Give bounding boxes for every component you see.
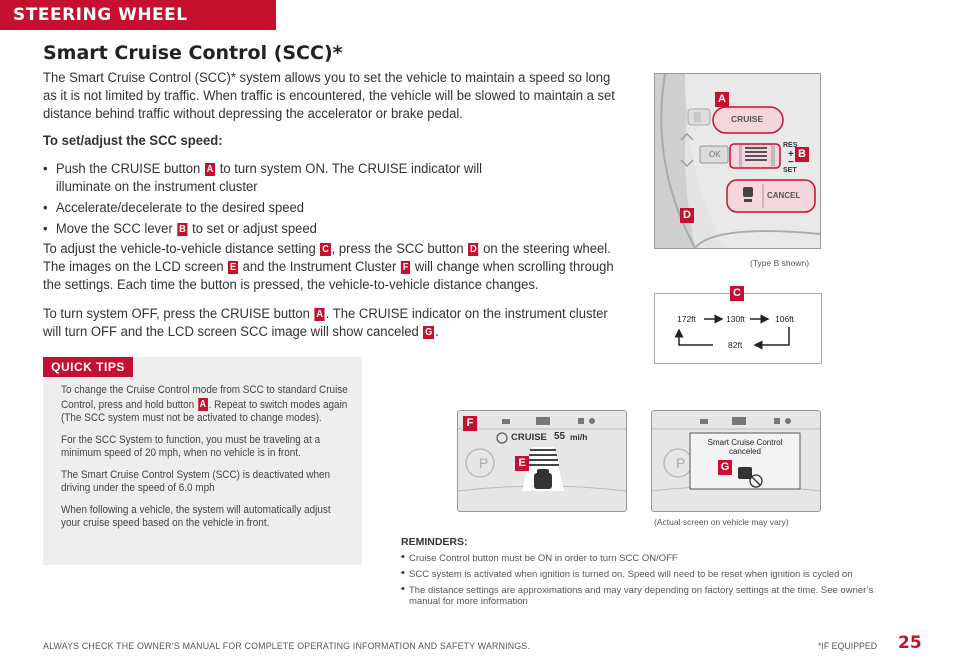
section-header: STEERING WHEEL CONTROLS bbox=[0, 0, 276, 56]
reminder-3: The distance settings are approximations… bbox=[401, 584, 879, 607]
label-e-badge: E bbox=[228, 261, 239, 274]
label-g-badge: G bbox=[423, 326, 435, 339]
reminders-title: REMINDERS: bbox=[401, 536, 468, 548]
bullet-3-text: Move the SCC lever bbox=[55, 221, 173, 237]
footer-if-equipped: *IF EQUIPPED bbox=[818, 641, 878, 651]
cancel-line-1: Smart Cruise Control bbox=[707, 438, 783, 447]
distance-paragraph: To adjust the vehicle-to-vehicle distanc… bbox=[43, 241, 614, 293]
steering-wheel-controls-illustration bbox=[655, 74, 820, 248]
wheel-plus-text: + bbox=[788, 149, 794, 160]
quick-tips-panel bbox=[43, 357, 362, 565]
distance-130: 130ft bbox=[726, 314, 745, 324]
wheel-ok-text: OK bbox=[709, 150, 721, 159]
cluster-canceled-illustration bbox=[652, 417, 820, 492]
cluster-scc-illustration bbox=[458, 417, 626, 492]
wheel-set-text: SET bbox=[783, 167, 797, 174]
wheel-minus-text: − bbox=[788, 157, 794, 168]
label-a-badge-2: A bbox=[314, 308, 325, 321]
page-number: 25 bbox=[898, 633, 922, 653]
steering-wheel-image: CRUISE OK RES + − SET CANCEL bbox=[654, 73, 821, 249]
callout-e: E bbox=[515, 456, 529, 471]
footer-warning: ALWAYS CHECK THE OWNER’S MANUAL FOR COMP… bbox=[43, 641, 531, 651]
cluster-speed: 55 bbox=[554, 431, 566, 442]
callout-b: B bbox=[795, 147, 809, 162]
reminders: REMINDERS: Cruise Control button must be… bbox=[401, 537, 901, 612]
distance-106: 106ft bbox=[775, 314, 794, 324]
cluster-gear-p: P bbox=[479, 455, 489, 471]
label-f-badge: F bbox=[400, 261, 411, 274]
subheading: To set/adjust the SCC speed: bbox=[43, 133, 223, 149]
wheel-caption: (Type B shown) bbox=[750, 258, 810, 268]
wheel-res-text: RES bbox=[783, 142, 798, 149]
bullet-3-text-end: to set or adjust speed bbox=[192, 221, 317, 237]
intro-paragraph: The Smart Cruise Control (SCC)* system a… bbox=[43, 70, 615, 122]
quick-tips-tab: QUICK TIPS bbox=[43, 357, 133, 377]
quick-tips-text: To change the Cruise Control mode from S… bbox=[61, 384, 351, 539]
tip-4: When following a vehicle, the system wil… bbox=[61, 503, 331, 530]
bullet-2-text: Accelerate/decelerate to the desired spe… bbox=[55, 200, 305, 216]
reminder-2: SCC system is activated when ignition is… bbox=[401, 568, 901, 580]
distance-172: 172ft bbox=[677, 314, 696, 324]
callout-g: G bbox=[718, 460, 732, 475]
bullet-1-text: Push the CRUISE button bbox=[55, 161, 201, 177]
cluster-speed-unit: mi/h bbox=[570, 432, 588, 442]
cluster-caption: (Actual screen on vehicle may vary) bbox=[654, 517, 789, 527]
wheel-cancel-text: CANCEL bbox=[767, 191, 801, 200]
cluster-canceled-image: P Smart Cruise Control canceled bbox=[651, 410, 821, 512]
label-a-badge: A bbox=[204, 163, 216, 176]
cluster-scc-image: P CRUISE 55 mi/h bbox=[457, 410, 627, 512]
cancel-line-2: canceled bbox=[728, 447, 762, 456]
section-title: STEERING WHEEL CONTROLS bbox=[13, 5, 188, 56]
callout-c: C bbox=[730, 286, 744, 301]
tip-2: For the SCC System to function, you must… bbox=[61, 433, 321, 460]
distance-diagram: 172ft 130ft 106ft 82ft bbox=[654, 293, 822, 364]
tip-3: The Smart Cruise Control System (SCC) is… bbox=[61, 468, 331, 495]
cluster-cruise-text: CRUISE bbox=[511, 432, 547, 443]
distance-82: 82ft bbox=[728, 340, 743, 350]
cluster-gear-p-2: P bbox=[676, 455, 686, 471]
wheel-cruise-text: CRUISE bbox=[731, 114, 764, 124]
bullet-1-text-end: to turn system ON. The CRUISE indicator … bbox=[55, 161, 483, 195]
reminder-1: Cruise Control button must be ON in orde… bbox=[401, 552, 901, 564]
distance-cycle-arrows bbox=[674, 314, 790, 350]
bullet-3: • Move the SCC lever B to set or adjust … bbox=[43, 221, 317, 237]
off-paragraph: To turn system OFF, press the CRUISE but… bbox=[43, 306, 608, 340]
page-title: Smart Cruise Control (SCC)* bbox=[43, 42, 343, 64]
bullet-2: • Accelerate/decelerate to the desired s… bbox=[43, 199, 521, 217]
label-b-badge: B bbox=[177, 223, 188, 236]
label-c-badge: C bbox=[320, 243, 331, 256]
label-d-badge: D bbox=[468, 243, 479, 256]
callout-a: A bbox=[715, 92, 729, 107]
cluster-cancel-message: Smart Cruise Control canceled bbox=[692, 438, 798, 456]
bullet-1: • Push the CRUISE button A to turn syste… bbox=[43, 161, 483, 195]
callout-f: F bbox=[463, 416, 477, 431]
callout-d: D bbox=[680, 208, 694, 223]
tip-label-a: A bbox=[197, 397, 208, 411]
